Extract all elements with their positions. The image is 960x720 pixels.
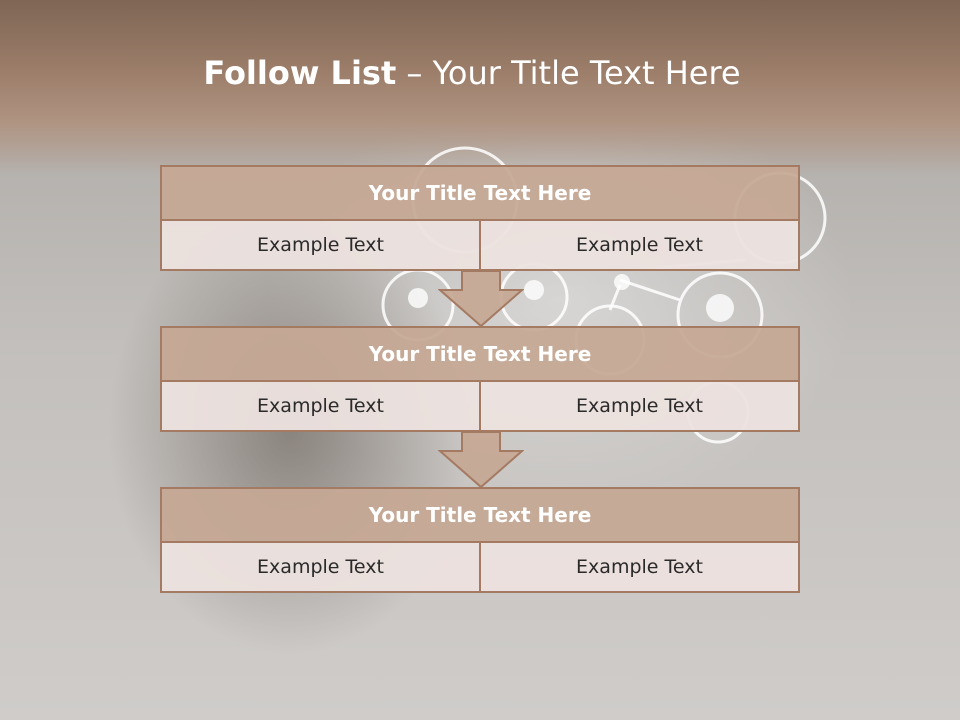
block-cell-left: Example Text [160,382,481,432]
block-cell-right: Example Text [481,543,800,593]
list-block-2: Your Title Text Here Example Text Exampl… [160,326,800,432]
title-rest: – Your Title Text Here [406,54,741,92]
block-title: Your Title Text Here [160,326,800,382]
down-arrow-icon [438,270,524,328]
page-title: Follow List – Your Title Text Here [0,54,944,92]
block-cell-left: Example Text [160,221,481,271]
block-title: Your Title Text Here [160,165,800,221]
header-band [0,0,960,175]
block-row: Example Text Example Text [160,221,800,271]
block-row: Example Text Example Text [160,543,800,593]
block-cell-left: Example Text [160,543,481,593]
block-row: Example Text Example Text [160,382,800,432]
list-block-1: Your Title Text Here Example Text Exampl… [160,165,800,271]
block-cell-right: Example Text [481,382,800,432]
down-arrow-icon [438,431,524,489]
block-title: Your Title Text Here [160,487,800,543]
block-cell-right: Example Text [481,221,800,271]
title-bold: Follow List [203,54,397,92]
list-block-3: Your Title Text Here Example Text Exampl… [160,487,800,593]
